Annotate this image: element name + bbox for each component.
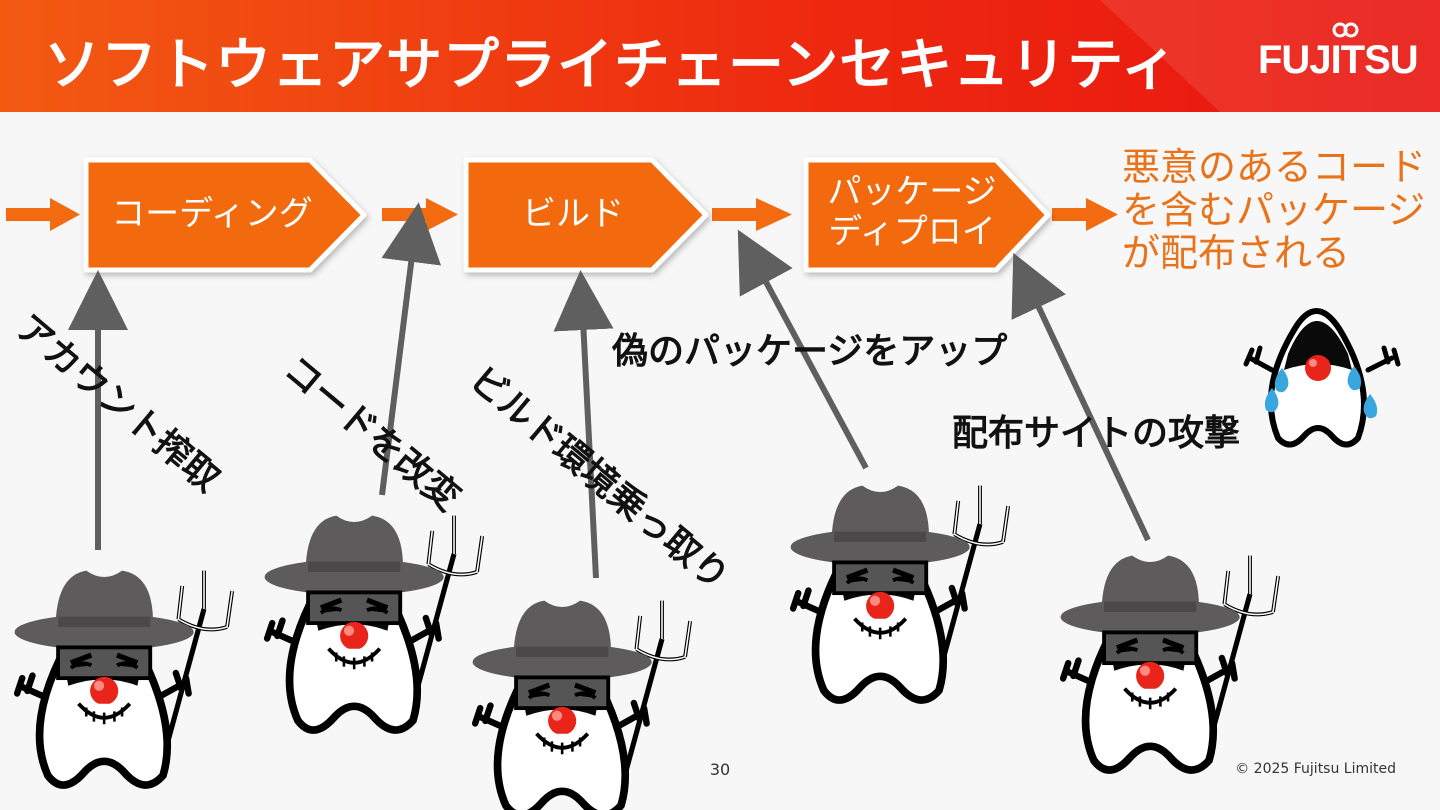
attacker-distribution-icon [1061, 556, 1279, 770]
slide-title: ソフトウェアサプライチェーンセキュリティ [44, 33, 1178, 98]
stage-label-coding: コーディング [111, 194, 313, 234]
flow-arrow-in [6, 198, 80, 231]
attacker-account-icon [15, 571, 233, 785]
attack-arrow-build-env [553, 270, 614, 579]
outcome-text: 悪意のあるコード を含むパッケージ が配布される [1122, 146, 1438, 275]
attack-arrow-code [379, 202, 442, 496]
outcome-line-3: が配布される [1122, 231, 1351, 275]
outcome-line-1: 悪意のあるコード [1122, 145, 1427, 189]
copyright: © 2025 Fujitsu Limited [1235, 761, 1396, 777]
attacker-fake-package-icon [791, 486, 1009, 700]
flow-arrow-out [1052, 198, 1118, 231]
stage-shape-coding [83, 157, 367, 273]
flow-arrow-1 [382, 198, 458, 231]
attack-label-distribution: 配布サイトの攻撃 [952, 413, 1241, 454]
title-bar: ソフトウェアサプライチェーンセキュリティ FUJITSU [0, 0, 1440, 112]
attack-label-fake-package: 偽のパッケージをアップ [612, 331, 1008, 372]
attack-arrows [68, 202, 1151, 579]
logo-wordmark: FUJITSU [1258, 38, 1419, 82]
stage-label-deploy: パッケージ ディプロイ [812, 172, 1012, 252]
flow-arrow-2 [712, 198, 792, 231]
attack-arrow-distribution [1011, 252, 1151, 542]
fujitsu-logo: FUJITSU [1258, 20, 1419, 86]
stage-label-deploy-line2: ディプロイ [828, 212, 996, 252]
attacker-build-env-icon [473, 601, 691, 810]
stage-shape-build [463, 157, 709, 273]
infinity-mark-icon [1332, 22, 1359, 38]
outcome-line-2: を含むパッケージ [1122, 188, 1426, 232]
stage-label-deploy-line1: パッケージ [827, 172, 997, 212]
attacker-code-icon [265, 516, 483, 730]
victim-crying-icon [1246, 311, 1398, 445]
stage-label-build: ビルド [522, 194, 624, 234]
page-number: 30 [709, 760, 731, 779]
attack-arrow-fake-package [737, 229, 869, 470]
stage-shape-deploy [803, 157, 1051, 273]
